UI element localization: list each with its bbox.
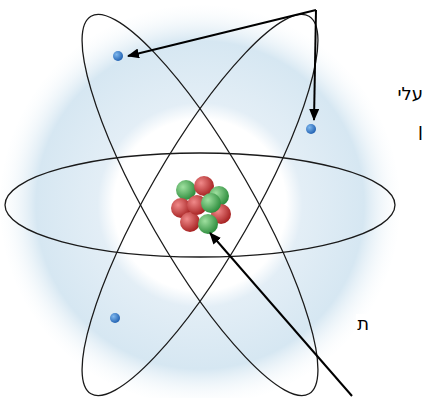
electrons (110, 51, 316, 323)
nucleus (168, 173, 232, 237)
label-text: ן (417, 120, 424, 140)
label-text: עלי (396, 84, 424, 104)
label-text: ת (356, 314, 370, 334)
orbits (5, 0, 395, 398)
electron-cloud (0, 5, 400, 398)
leader-lines (128, 10, 352, 396)
